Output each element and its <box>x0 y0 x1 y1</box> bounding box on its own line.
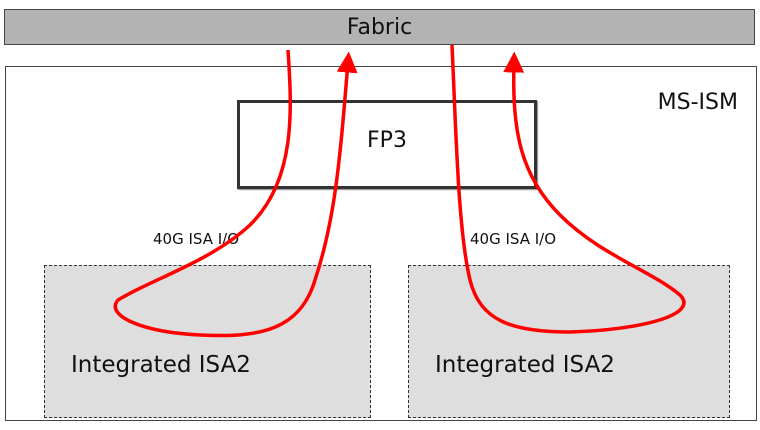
fp3-label: FP3 <box>367 128 407 153</box>
link-label-right: 40G ISA I/O <box>470 230 557 248</box>
flow-path-right <box>450 44 686 334</box>
fp3-box: FP3 <box>237 100 537 189</box>
ms-ism-label: MS-ISM <box>657 90 738 115</box>
link-label-left: 40G ISA I/O <box>153 230 240 248</box>
flow-path-left <box>113 49 358 338</box>
fabric-label: Fabric <box>346 14 413 40</box>
isa-card-left: Integrated ISA2 <box>44 265 371 418</box>
fabric-bar: Fabric <box>4 9 755 45</box>
isa-label: Integrated ISA2 <box>71 352 251 378</box>
isa-label: Integrated ISA2 <box>435 352 615 378</box>
